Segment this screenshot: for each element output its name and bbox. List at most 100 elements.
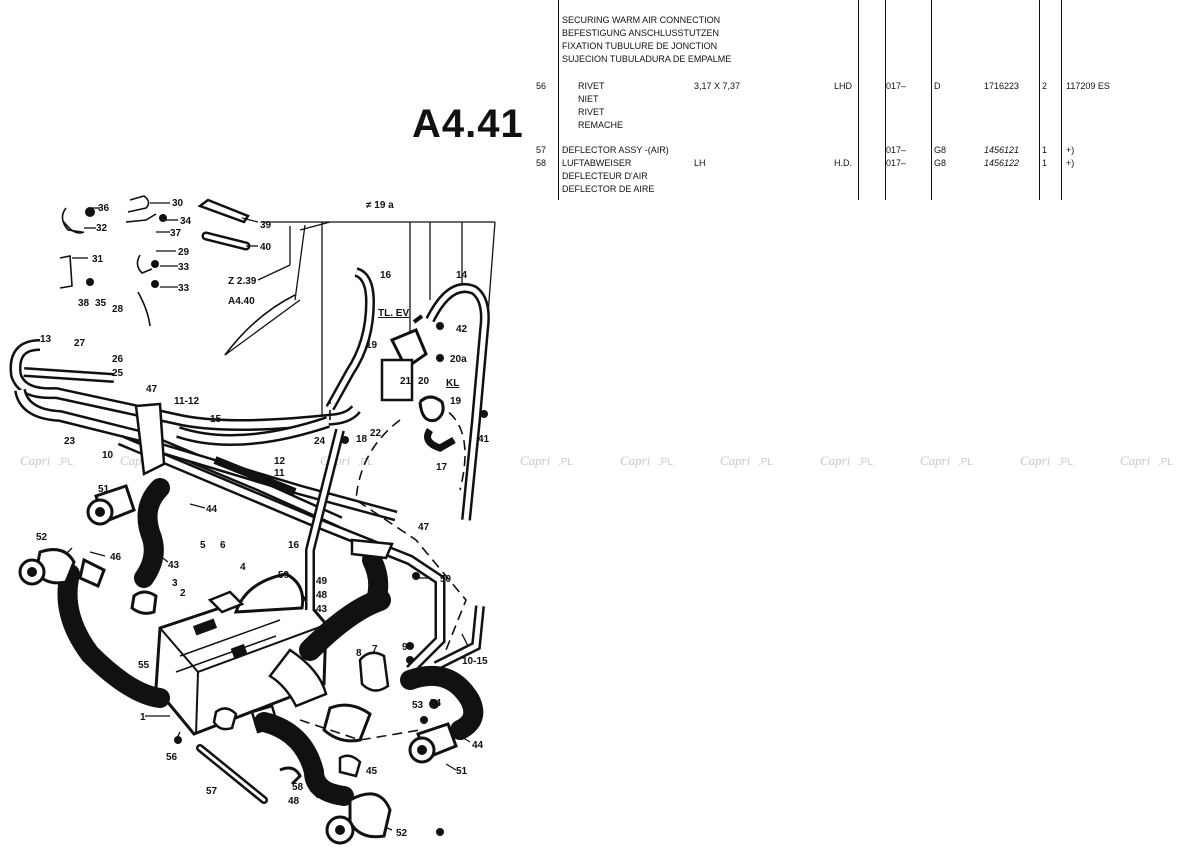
- callout-20a: 20a: [450, 354, 467, 365]
- callout-47: 47: [146, 384, 158, 395]
- callout-58: 58: [292, 782, 304, 793]
- callout-50: 50: [440, 574, 452, 585]
- row-pos: 57: [536, 145, 547, 155]
- callout-kl: KL: [446, 378, 459, 389]
- row-name: DEFLECTOR ASSY -(AIR): [562, 145, 669, 155]
- callout-5: 5: [200, 540, 206, 551]
- callout-labels: 36 32 30 34 37 39 40 29 33 31 33 28 38 3…: [36, 198, 490, 839]
- row-part-number: 1456121: [984, 145, 1020, 155]
- svg-text:Capri: Capri: [920, 453, 951, 468]
- callout-51: 51: [98, 484, 110, 495]
- routing-dashes: [299, 399, 467, 741]
- svg-text:Capri: Capri: [720, 453, 751, 468]
- row-part-number: 1716223: [984, 81, 1020, 91]
- row-name: LUFTABWEISER: [562, 158, 632, 168]
- callout-35: 35: [95, 298, 107, 309]
- svg-text:.PL: .PL: [558, 457, 573, 468]
- heading-es: SUJECION TUBULADURA DE EMPALME: [562, 54, 732, 64]
- callout-47: 47: [418, 522, 430, 533]
- callout-34: 34: [180, 216, 192, 227]
- callout-6: 6: [220, 540, 226, 551]
- callout-44: 44: [206, 504, 218, 515]
- svg-text:.PL: .PL: [58, 457, 73, 468]
- row-note: +): [1066, 145, 1075, 155]
- callout-10-15: 10-15: [462, 656, 488, 667]
- callout-16: 16: [380, 270, 392, 281]
- callout-11: 11: [274, 468, 285, 479]
- callout-16: 16: [288, 540, 300, 551]
- callout-49: 49: [316, 576, 328, 587]
- callout-1: 1: [140, 712, 146, 723]
- row-code: G8: [934, 145, 947, 155]
- callout-43: 43: [316, 604, 328, 615]
- row-from: 017–: [886, 158, 907, 168]
- callout-52: 52: [396, 828, 408, 839]
- row-name: REMACHE: [578, 120, 624, 130]
- watermark: Capri .PL Capri .PL Capri .PL Capri .PL Capr…: [20, 453, 1173, 468]
- svg-text:.PL: .PL: [958, 457, 973, 468]
- callout-40: 40: [260, 242, 272, 253]
- callout-46: 46: [72, 628, 84, 639]
- callout-25: 25: [112, 368, 124, 379]
- callout-29: 29: [178, 247, 190, 258]
- row-name: DEFLECTEUR D'AIR: [562, 171, 648, 181]
- column-divider: [885, 0, 886, 200]
- callout-37: 37: [170, 228, 182, 239]
- row-name: DEFLECTOR DE AIRE: [562, 184, 655, 194]
- svg-text:.PL: .PL: [658, 457, 673, 468]
- callout-57: 57: [206, 786, 218, 797]
- callout-24: 24: [314, 436, 326, 447]
- callout-32: 32: [96, 223, 108, 234]
- callout-44: 44: [472, 740, 484, 751]
- row-name: RIVET: [578, 107, 605, 117]
- callout-8: 8: [356, 648, 362, 659]
- clip-fixings: [59, 195, 251, 327]
- callout-11-12: 11-12: [174, 396, 199, 407]
- callout-33: 33: [178, 262, 190, 273]
- svg-text:Capri: Capri: [820, 453, 851, 468]
- column-divider: [558, 0, 559, 200]
- callout-22: 22: [370, 428, 382, 439]
- svg-text:Capri: Capri: [20, 453, 51, 468]
- callout-38: 38: [78, 298, 90, 309]
- callout-53: 53: [412, 700, 424, 711]
- callout-39: 39: [260, 220, 272, 231]
- callout-19: 19: [450, 396, 462, 407]
- callout-tl-ev: TL. EV: [378, 308, 409, 319]
- callout-45: 45: [366, 766, 378, 777]
- column-divider: [1061, 0, 1062, 200]
- row-side: H.D.: [834, 158, 852, 168]
- row-name: NIET: [578, 94, 599, 104]
- callout-31: 31: [92, 254, 104, 265]
- row-qty: 1: [1042, 158, 1048, 168]
- svg-text:.PL: .PL: [858, 457, 873, 468]
- callout-15: 15: [210, 414, 222, 425]
- column-divider: [858, 0, 859, 200]
- callout-59: 59: [278, 570, 290, 581]
- callout-41: 41: [478, 434, 490, 445]
- callout-43: 43: [168, 560, 180, 571]
- plate-code: A4.41: [412, 102, 524, 146]
- svg-text:Capri: Capri: [620, 453, 651, 468]
- callout-48: 48: [288, 796, 300, 807]
- vent-nozzles: [18, 402, 458, 845]
- row-spec: 3,17 X 7,37: [694, 81, 741, 91]
- heading-fr: FIXATION TUBULURE DE JONCTION: [562, 41, 718, 51]
- svg-text:Capri: Capri: [1120, 453, 1151, 468]
- callout-z2: Z 2.39: [228, 276, 257, 287]
- callout-10: 10: [102, 450, 114, 461]
- parts-table: SECURING WARM AIR CONNECTION BEFESTIGUNG…: [528, 0, 1128, 205]
- row-from: 017–: [886, 81, 907, 91]
- column-divider: [1039, 0, 1040, 200]
- row-note: +): [1066, 158, 1075, 168]
- callout-33: 33: [178, 283, 190, 294]
- row-part-number: 1456122: [984, 158, 1020, 168]
- row-code: G8: [934, 158, 947, 168]
- row-from: 017–: [886, 145, 907, 155]
- row-qty: 1: [1042, 145, 1048, 155]
- callout-7: 7: [372, 644, 378, 655]
- callout-30: 30: [172, 198, 184, 209]
- callout-4: 4: [240, 562, 246, 573]
- callout-27: 27: [74, 338, 86, 349]
